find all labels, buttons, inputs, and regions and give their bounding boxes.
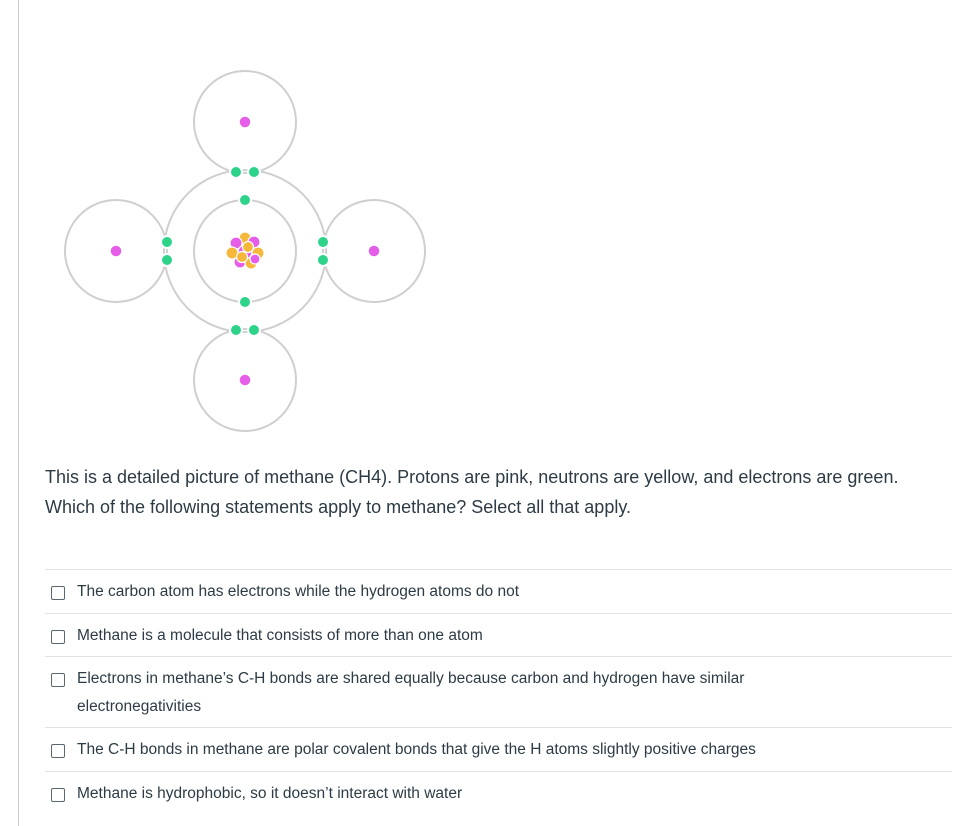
answer-option-4[interactable]: The C-H bonds in methane are polar coval… xyxy=(45,727,952,771)
hydrogen-shell-bottom xyxy=(193,328,297,432)
electron xyxy=(229,165,243,179)
checkbox-unchecked-icon[interactable] xyxy=(51,586,65,600)
hydrogen-proton-right xyxy=(367,244,381,258)
carbon-outer-shell xyxy=(163,169,327,333)
hydrogen-shell-left xyxy=(64,199,168,303)
checkbox-unchecked-icon[interactable] xyxy=(51,673,65,687)
hydrogen-proton-top xyxy=(238,115,252,129)
hydrogen-proton-left xyxy=(109,244,123,258)
answer-option-3[interactable]: Electrons in methane’s C-H bonds are sha… xyxy=(45,656,952,727)
answer-list: The carbon atom has electrons while the … xyxy=(45,569,952,821)
answer-option-5[interactable]: Methane is hydrophobic, so it doesn’t in… xyxy=(45,771,952,821)
answer-label: Electrons in methane’s C-H bonds are sha… xyxy=(77,670,745,715)
checkbox-unchecked-icon[interactable] xyxy=(51,788,65,802)
electron xyxy=(316,253,330,267)
hydrogen-shell-right xyxy=(322,199,426,303)
methane-diagram xyxy=(64,70,426,432)
question-text: This is a detailed picture of methane (C… xyxy=(45,467,899,517)
answer-option-1[interactable]: The carbon atom has electrons while the … xyxy=(45,569,952,613)
answer-label: Methane is hydrophobic, so it doesn’t in… xyxy=(77,785,463,802)
electron xyxy=(247,323,261,337)
electron xyxy=(316,235,330,249)
carbon-nucleus xyxy=(225,231,265,270)
hydrogen-proton-bottom xyxy=(238,373,252,387)
electron xyxy=(247,165,261,179)
electron xyxy=(160,235,174,249)
electron xyxy=(238,295,252,309)
hydrogen-shell-top xyxy=(193,70,297,174)
electron xyxy=(160,253,174,267)
electron xyxy=(229,323,243,337)
answer-option-2[interactable]: Methane is a molecule that consists of m… xyxy=(45,613,952,656)
answer-label: The C-H bonds in methane are polar coval… xyxy=(77,741,756,758)
electrons xyxy=(160,165,330,337)
answer-label: Methane is a molecule that consists of m… xyxy=(77,627,483,644)
electron xyxy=(238,193,252,207)
answer-label: The carbon atom has electrons while the … xyxy=(77,583,520,600)
checkbox-unchecked-icon[interactable] xyxy=(51,744,65,758)
checkbox-unchecked-icon[interactable] xyxy=(51,630,65,644)
left-border-rule xyxy=(18,0,19,826)
